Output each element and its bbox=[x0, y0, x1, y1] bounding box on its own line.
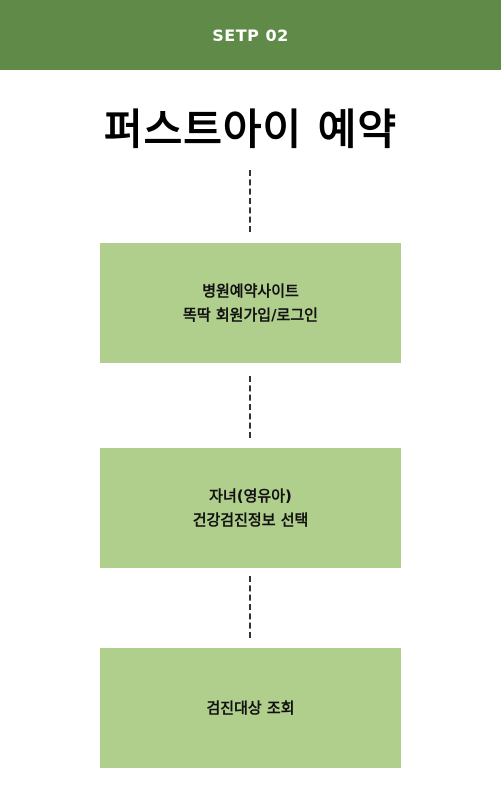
dashed-connector bbox=[249, 576, 251, 638]
step-box-signup: 병원예약사이트 똑딱 회원가입/로그인 bbox=[100, 243, 401, 363]
step-box-checkup-info: 자녀(영유아) 건강검진정보 선택 bbox=[100, 448, 401, 568]
dashed-connector bbox=[249, 376, 251, 438]
step-text-line: 병원예약사이트 bbox=[202, 282, 299, 300]
dashed-connector bbox=[249, 170, 251, 232]
step-label: SETP 02 bbox=[212, 25, 289, 45]
step-box-eligibility: 검진대상 조회 bbox=[100, 648, 401, 768]
page-title: 퍼스트아이 예약 bbox=[103, 105, 398, 154]
step-text-line: 검진대상 조회 bbox=[206, 699, 295, 717]
step-text-line: 건강검진정보 선택 bbox=[192, 511, 309, 529]
step-text-line: 똑딱 회원가입/로그인 bbox=[183, 306, 318, 324]
step-header: SETP 02 bbox=[0, 0, 501, 70]
step-text-line: 자녀(영유아) bbox=[209, 487, 292, 505]
